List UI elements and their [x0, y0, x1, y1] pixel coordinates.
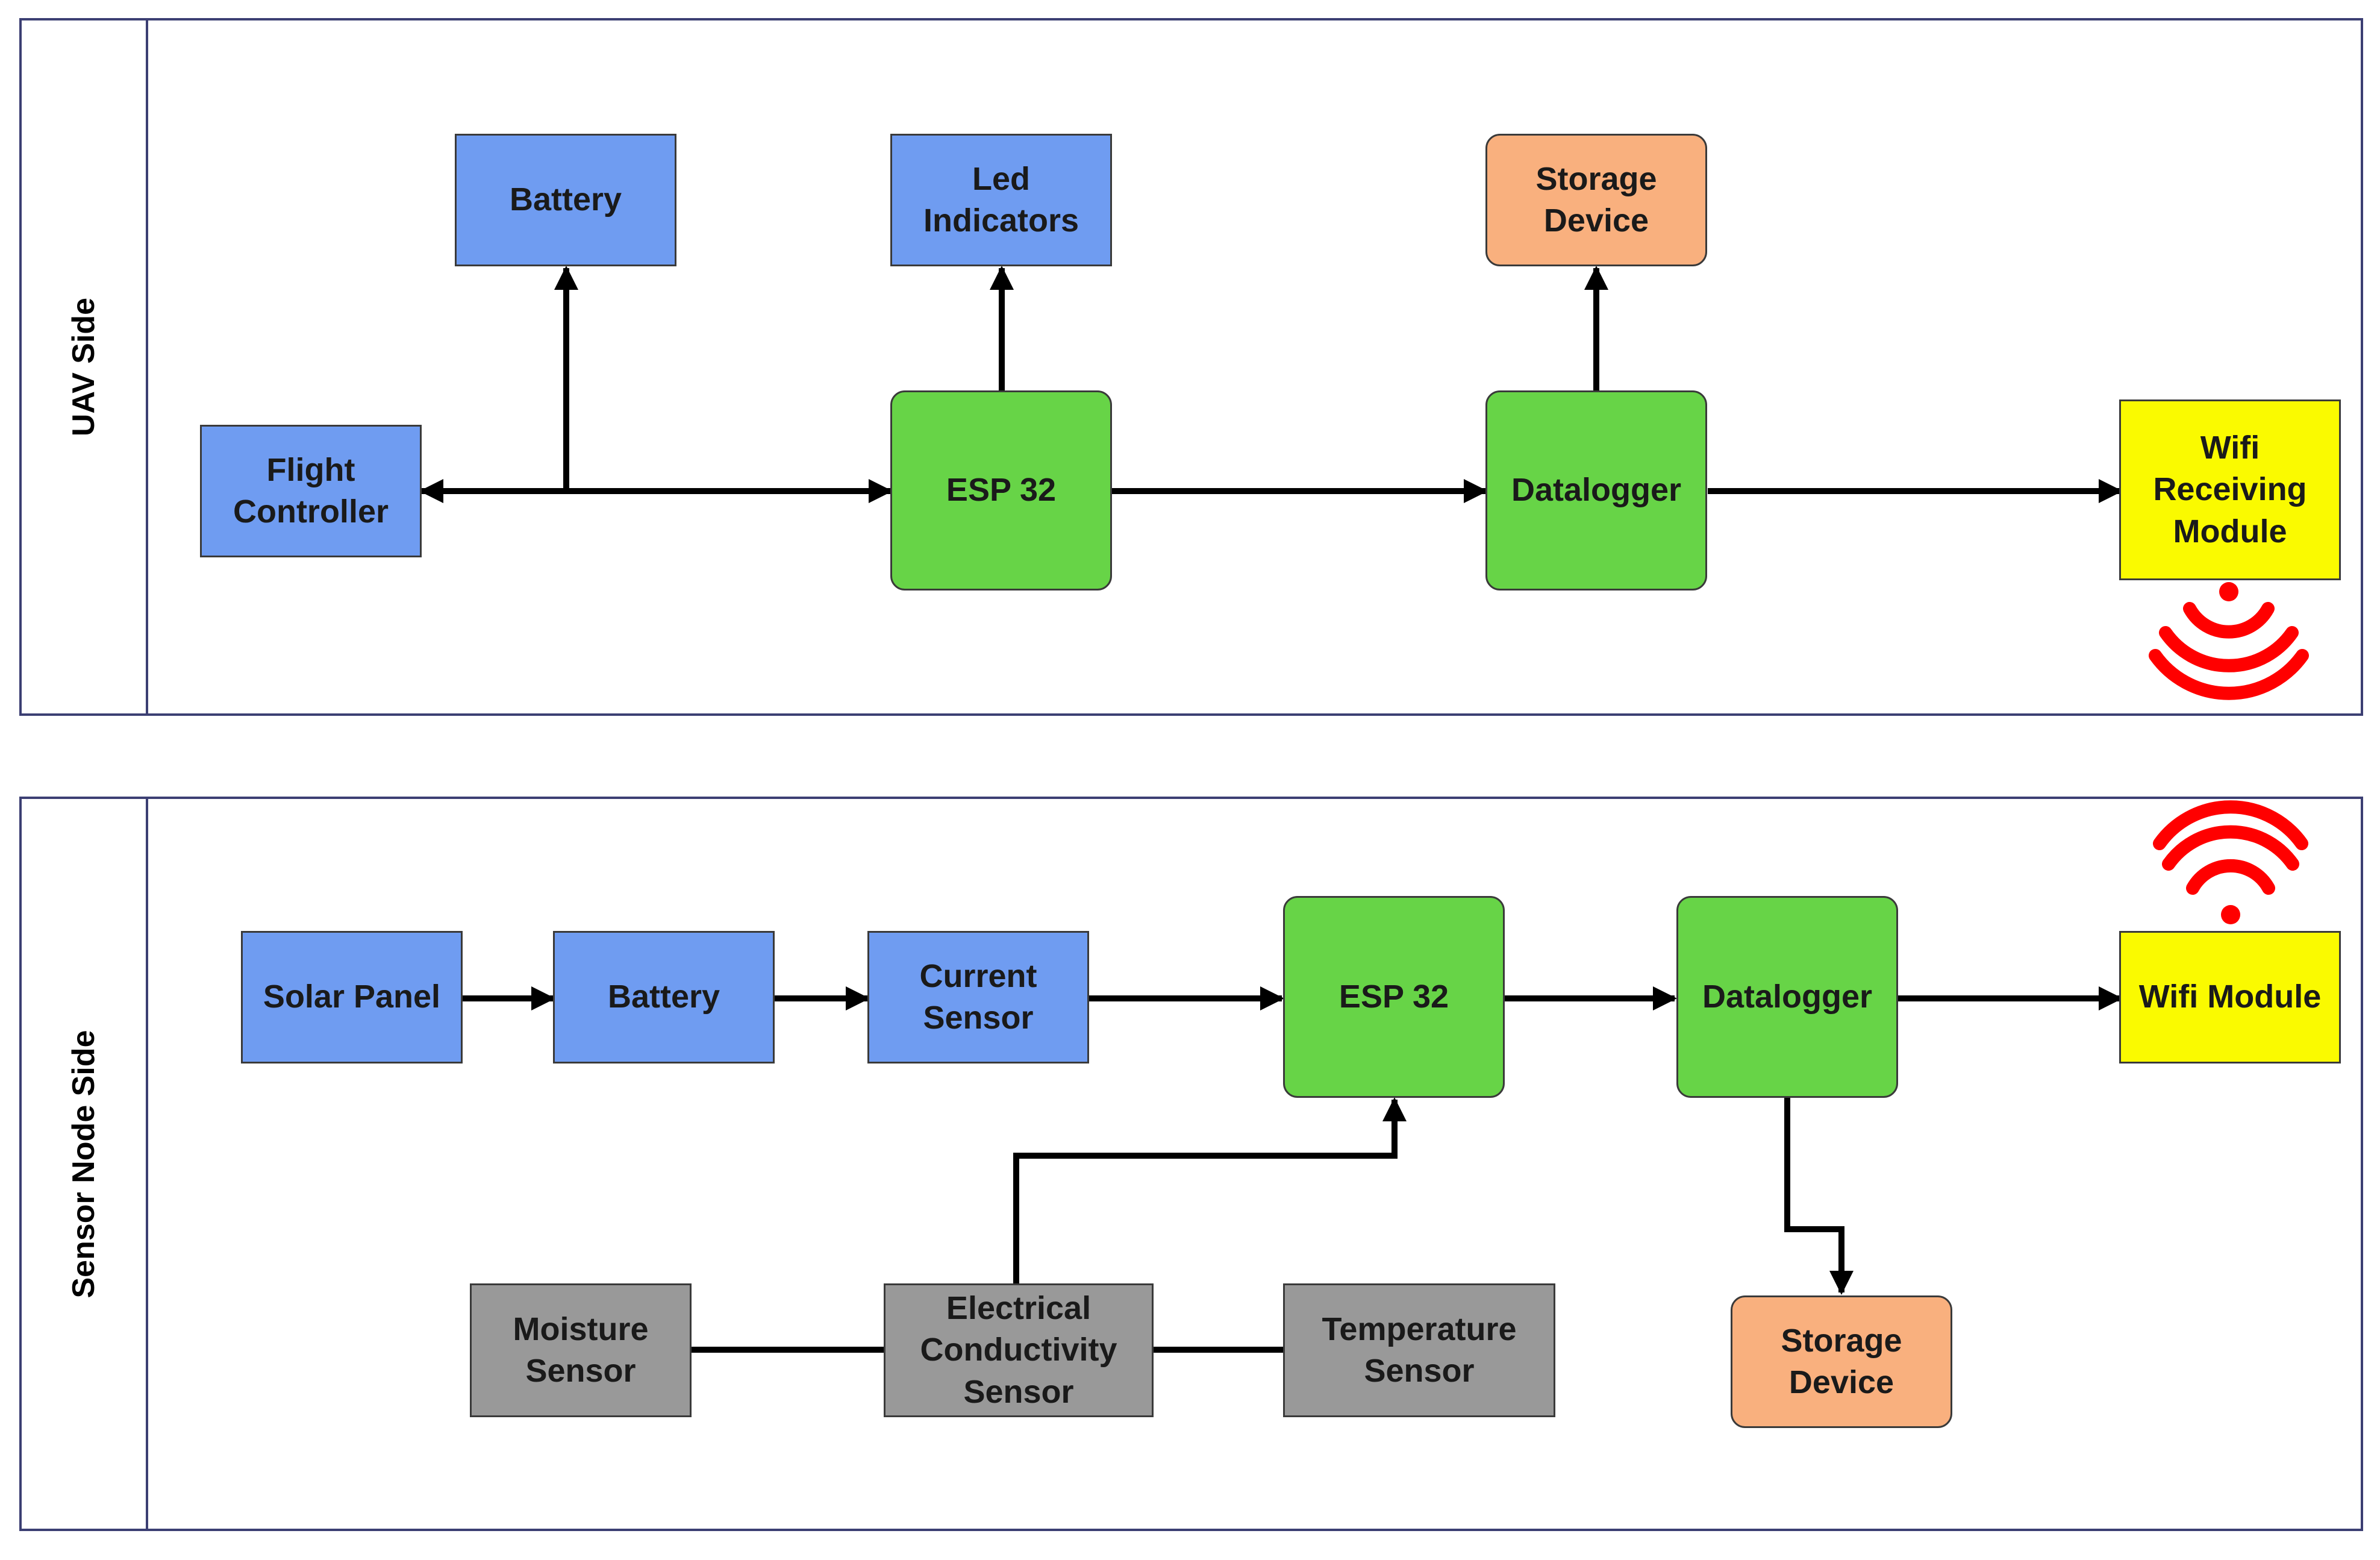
- sensor-wifi-module-label: Wifi Module: [2138, 979, 2322, 1015]
- sensor-esp32-box: ESP 32: [1283, 896, 1505, 1098]
- uav-battery-label: Battery: [509, 181, 622, 218]
- uav-side-panel: UAV Side: [19, 18, 2363, 716]
- sensor-moisture-sensor-box: Moisture Sensor: [470, 1283, 692, 1417]
- uav-esp32-label: ESP 32: [946, 472, 1057, 509]
- sensor-node-side-label-strip: Sensor Node Side: [22, 799, 148, 1529]
- uav-datalogger-label: Datalogger: [1511, 472, 1682, 509]
- sensor-datalogger-label: Datalogger: [1702, 978, 1873, 1015]
- uav-led-indicators-box: Led Indicators: [890, 134, 1112, 266]
- uav-side-label: UAV Side: [66, 297, 101, 437]
- uav-battery-box: Battery: [455, 134, 676, 266]
- uav-flight-controller-label: Flight Controller: [233, 451, 389, 530]
- uav-flight-controller-box: Flight Controller: [200, 425, 422, 557]
- uav-wifi-receiving-module-box: Wifi Receiving Module: [2119, 399, 2341, 580]
- sensor-wifi-module-box: Wifi Module: [2119, 931, 2341, 1063]
- sensor-storage-device-label: Storage Device: [1781, 1322, 1902, 1400]
- sensor-temperature-sensor-box: Temperature Sensor: [1283, 1283, 1555, 1417]
- sensor-current-sensor-box: Current Sensor: [867, 931, 1089, 1063]
- sensor-moisture-sensor-label: Moisture Sensor: [513, 1311, 649, 1389]
- sensor-battery-label: Battery: [607, 979, 720, 1015]
- sensor-electrical-conductivity-sensor-box: Electrical Conductivity Sensor: [884, 1283, 1154, 1417]
- sensor-electrical-conductivity-sensor-label: Electrical Conductivity Sensor: [920, 1290, 1117, 1410]
- sensor-esp32-label: ESP 32: [1338, 978, 1449, 1015]
- sensor-solar-panel-label: Solar Panel: [263, 979, 441, 1015]
- uav-storage-device-box: Storage Device: [1485, 134, 1707, 266]
- sensor-current-sensor-label: Current Sensor: [919, 957, 1037, 1036]
- uav-side-label-strip: UAV Side: [22, 20, 148, 713]
- uav-led-indicators-label: Led Indicators: [923, 160, 1079, 239]
- uav-wifi-receiving-module-label: Wifi Receiving Module: [2153, 430, 2307, 550]
- sensor-temperature-sensor-label: Temperature Sensor: [1322, 1311, 1517, 1389]
- sensor-solar-panel-box: Solar Panel: [241, 931, 463, 1063]
- uav-esp32-box: ESP 32: [890, 390, 1112, 590]
- uav-datalogger-box: Datalogger: [1485, 390, 1707, 590]
- sensor-battery-box: Battery: [553, 931, 775, 1063]
- sensor-node-side-panel: Sensor Node Side: [19, 797, 2363, 1531]
- sensor-node-side-label: Sensor Node Side: [66, 1030, 101, 1298]
- sensor-datalogger-box: Datalogger: [1676, 896, 1898, 1098]
- sensor-storage-device-box: Storage Device: [1731, 1295, 1952, 1428]
- uav-storage-device-label: Storage Device: [1535, 160, 1657, 239]
